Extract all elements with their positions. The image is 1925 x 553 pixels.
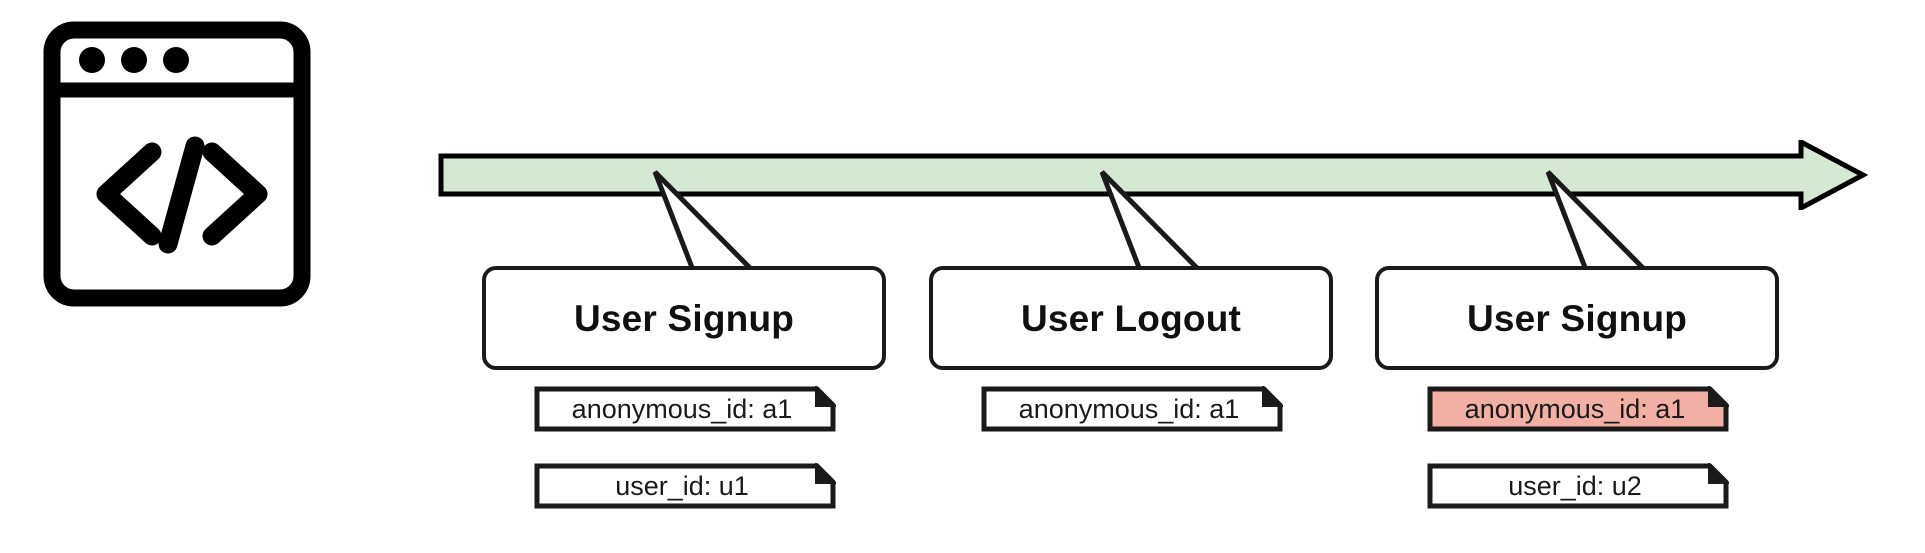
event-box-user-signup-2[interactable]: User Signup [1375, 266, 1779, 370]
event-group-3: User Signup anonymous_id: a1 user_id: u2 [1375, 266, 1779, 516]
note-user-id-1[interactable]: user_id: u1 [534, 463, 836, 509]
event-box-user-signup-1[interactable]: User Signup [482, 266, 886, 370]
event-box-label: User Signup [1466, 297, 1688, 339]
note-anonymous-id-1[interactable]: anonymous_id: a1 [534, 386, 836, 432]
note-label: anonymous_id: a1 [1018, 393, 1240, 424]
note-anonymous-id-3-highlighted[interactable]: anonymous_id: a1 [1427, 386, 1729, 432]
note-label: user_id: u2 [1508, 470, 1642, 501]
note-label: user_id: u1 [615, 470, 749, 501]
event-box-label: User Signup [573, 297, 795, 339]
event-timeline-arrow [430, 140, 1890, 210]
note-anonymous-id-2[interactable]: anonymous_id: a1 [981, 386, 1283, 432]
code-browser-icon [40, 18, 350, 348]
event-box-label: User Logout [1020, 297, 1242, 339]
event-group-1: User Signup anonymous_id: a1 user_id: u1 [482, 266, 886, 516]
note-label: anonymous_id: a1 [1464, 393, 1686, 424]
event-box-user-logout[interactable]: User Logout [929, 266, 1333, 370]
note-label: anonymous_id: a1 [571, 393, 793, 424]
note-user-id-3[interactable]: user_id: u2 [1427, 463, 1729, 509]
event-group-2: User Logout anonymous_id: a1 [929, 266, 1333, 516]
